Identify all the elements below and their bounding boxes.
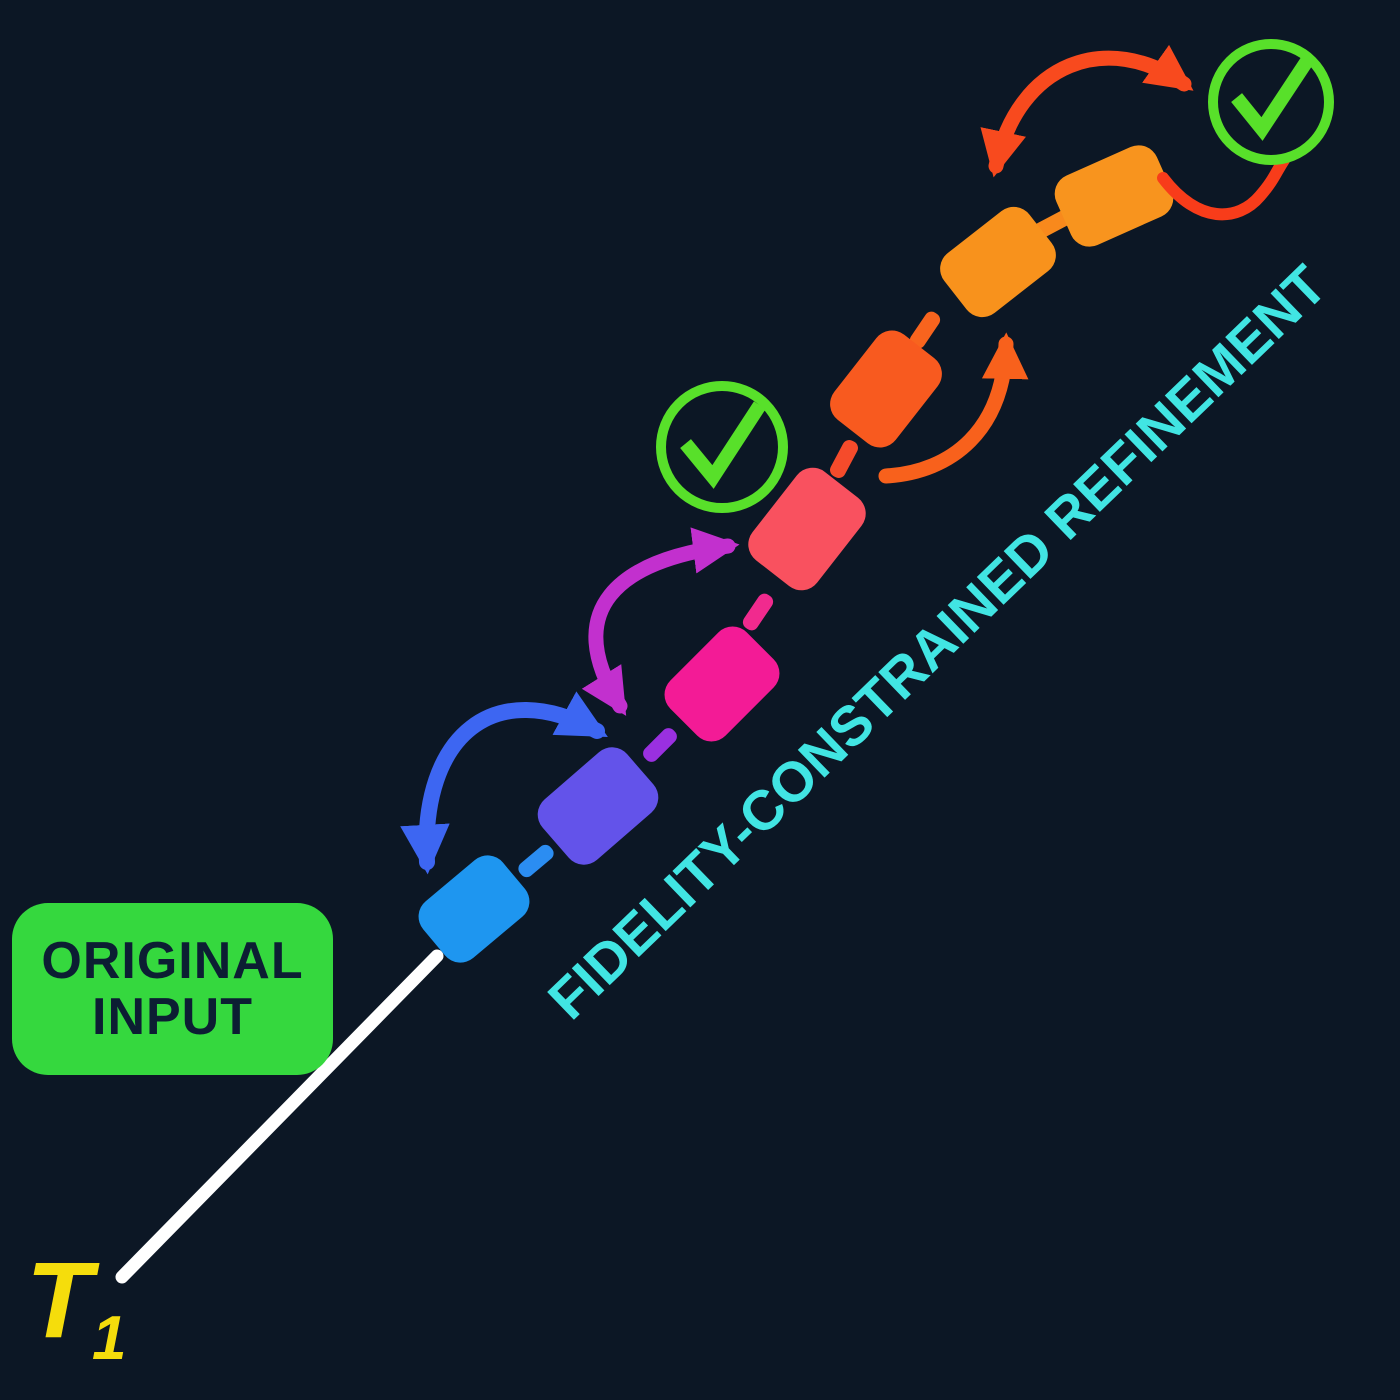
revision-arrow-red [980, 44, 1194, 178]
check-circle-outline [656, 381, 788, 513]
chain-dash-5 [909, 311, 941, 349]
chain-dash-2 [643, 728, 677, 762]
original-input-label: ORIGINAL INPUT [12, 903, 333, 1075]
check-circle-icon-top [1208, 39, 1334, 165]
original-input-box [12, 903, 333, 1075]
revision-arrow-blue [400, 691, 608, 875]
chain-node-6 [940, 206, 1056, 318]
check-circle-icon-mid [656, 381, 788, 513]
chain-node-1 [418, 855, 530, 963]
checkmark-icon [680, 401, 766, 489]
chain-dash-3 [742, 593, 774, 631]
revision-arrow-orange [878, 332, 1029, 484]
chain-node-4 [748, 467, 866, 591]
check-circle-outline [1208, 39, 1334, 165]
original-input-line1: ORIGINAL [41, 931, 304, 990]
t1-label: T1 [26, 1246, 126, 1370]
chain-dash-6 [1034, 210, 1072, 238]
squiggle-connector [1157, 154, 1290, 221]
t1-letter: T [26, 1239, 92, 1360]
revision-arrow-magenta [581, 527, 740, 716]
checkmark-icon [1231, 57, 1313, 141]
timeline-line [115, 949, 444, 1284]
chain-dash-4 [830, 440, 858, 478]
t1-subscript: 1 [91, 1304, 127, 1373]
chain-node-5 [830, 330, 942, 448]
original-input-line2: INPUT [92, 988, 253, 1046]
